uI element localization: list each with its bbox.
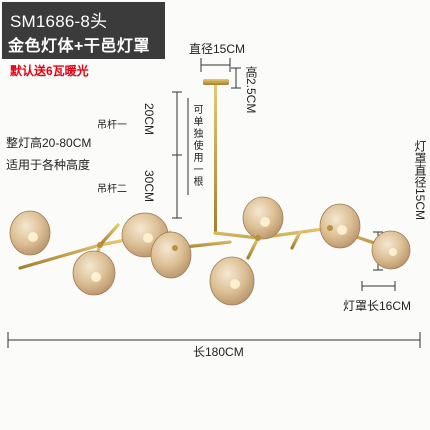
rod-one-length: 20CM bbox=[142, 103, 156, 136]
suitable-height-label: 适用于各种高度 bbox=[6, 158, 91, 172]
ceiling-canopy bbox=[203, 79, 229, 85]
top-diameter-label: 直径15CM bbox=[189, 42, 246, 56]
total-length-label: 长180CM bbox=[193, 345, 244, 359]
shade-diameter-label: 灯罩直径15CM bbox=[413, 140, 427, 221]
product-description: 金色灯体+干邑灯罩 bbox=[8, 38, 150, 55]
shade-4 bbox=[150, 231, 192, 279]
dimension-lines bbox=[7, 58, 421, 348]
glass-shades bbox=[9, 196, 411, 306]
bulb-glows bbox=[28, 217, 397, 289]
top-height-label: 高2.5CM bbox=[244, 66, 258, 114]
bulb-note: 默认送6瓦暖光 bbox=[10, 64, 89, 78]
total-height-label: 整灯高20-80CM bbox=[6, 136, 92, 150]
rod-two-length: 30CM bbox=[142, 170, 156, 203]
shade-length-label: 灯罩长16CM bbox=[343, 299, 412, 313]
model-badge: SM1686-8头 金色灯体+干邑灯罩 bbox=[2, 2, 165, 59]
rod-one-label: 吊杆一 bbox=[97, 120, 127, 131]
model-number: SM1686-8头 bbox=[10, 12, 108, 31]
hanging-rod bbox=[214, 85, 217, 233]
single-rod-label: 可单独使用一根 bbox=[191, 104, 202, 188]
rod-two-label: 吊杆二 bbox=[97, 184, 127, 195]
frame-joints bbox=[97, 225, 333, 251]
